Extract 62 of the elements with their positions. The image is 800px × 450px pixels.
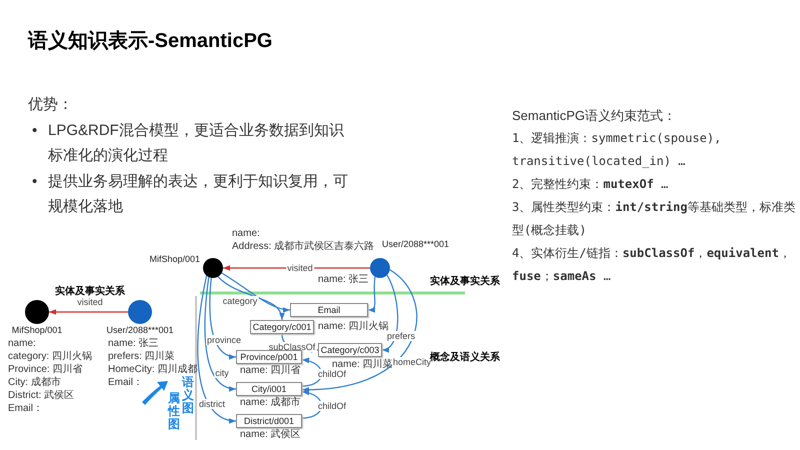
property-text: name: 成都市 xyxy=(240,397,301,409)
property-text: HomeCity: 四川成都 xyxy=(108,364,198,376)
property-text: name: xyxy=(232,228,260,240)
bullet-text: 提供业务易理解的表达，更利于知识复用，可规模化落地 xyxy=(48,172,348,217)
property-text: Email： xyxy=(8,403,44,415)
arrow xyxy=(382,274,398,352)
bullet-text: LPG&RDF混合模型，更适合业务数据到知识标准化的演化过程 xyxy=(48,121,345,166)
property-text: Address: 成都市武侯区吉泰六路 xyxy=(232,241,374,253)
property-text: District: 武侯区 xyxy=(8,390,74,402)
property-text: category: 四川火锅 xyxy=(8,351,92,363)
edge-label: childOf xyxy=(317,369,347,379)
bullet-marker: • xyxy=(31,121,38,141)
edge-label: visited xyxy=(76,297,104,307)
edge-label: visited xyxy=(286,263,314,273)
arrow xyxy=(197,276,236,423)
concept-box: Category/c001 xyxy=(250,320,314,334)
constraint-text: 4、实体衍生/链指：subClassOf，equivalent，fuse；sameAs … xyxy=(512,245,792,285)
arrow xyxy=(302,269,418,392)
property-text: name: xyxy=(8,338,36,350)
arrow xyxy=(204,277,236,391)
property-text: City: 成都市 xyxy=(8,377,61,389)
constraint-text: 1、逻辑推演：symmetric(spouse), transitive(located_in) … xyxy=(512,130,722,170)
edge-label: category xyxy=(222,296,258,306)
property-text: Email： xyxy=(108,377,144,389)
heading-text: SemanticPG语义约束范式： xyxy=(512,107,677,125)
concept-box: Category/c003 xyxy=(318,343,382,357)
node-label: MifShop/001 xyxy=(12,325,62,336)
edge-label: childOf xyxy=(317,401,347,411)
property-text: name: 武侯区 xyxy=(240,429,301,441)
property-text: name: 四川火锅 xyxy=(318,321,389,332)
constraint-text: 3、属性类型约束：int/string等基础类型，标准类型(概念挂载) xyxy=(512,199,796,239)
property-text: name: 四川菜 xyxy=(332,359,393,370)
node-label: User/2088***001 xyxy=(382,239,450,250)
property-text: name: 张三 xyxy=(108,338,159,350)
slide-title: 语义知识表示-SemanticPG xyxy=(28,28,272,54)
edge-label: district xyxy=(198,399,226,409)
concept-box: District/d001 xyxy=(236,414,302,428)
property-text: prefers: 四川菜 xyxy=(108,351,175,363)
node-label: User/2088***001 xyxy=(106,325,174,336)
concept-box: City/i001 xyxy=(236,382,302,396)
constraint-text: 2、完整性约束：mutexOf … xyxy=(512,176,670,193)
section-label: 实体及事实关系 xyxy=(55,284,125,298)
section-label: 实体及事实关系 xyxy=(430,274,500,289)
concept-box: Province/p001 xyxy=(236,350,302,364)
edge-label: province xyxy=(206,335,242,345)
property-text: name: 四川省 xyxy=(240,365,301,377)
vertical-label: 语义图 xyxy=(182,376,194,416)
property-text: Province: 四川省 xyxy=(8,364,82,376)
bullet-marker: • xyxy=(31,172,38,192)
heading-text: 优势： xyxy=(28,95,74,115)
arrow xyxy=(209,278,236,360)
vertical-label: 属性图 xyxy=(168,392,180,432)
section-label: 概念及语义关系 xyxy=(430,350,500,363)
arrow xyxy=(368,276,376,312)
arrow xyxy=(49,309,128,315)
arrow xyxy=(221,272,290,312)
concept-box: Email xyxy=(290,303,368,317)
edge-label: prefers xyxy=(386,331,416,341)
arrow xyxy=(218,276,284,320)
property-text: name: 张三 xyxy=(318,274,369,286)
edge-label: city xyxy=(214,368,230,378)
node-label: MifShop/001 xyxy=(149,254,200,265)
